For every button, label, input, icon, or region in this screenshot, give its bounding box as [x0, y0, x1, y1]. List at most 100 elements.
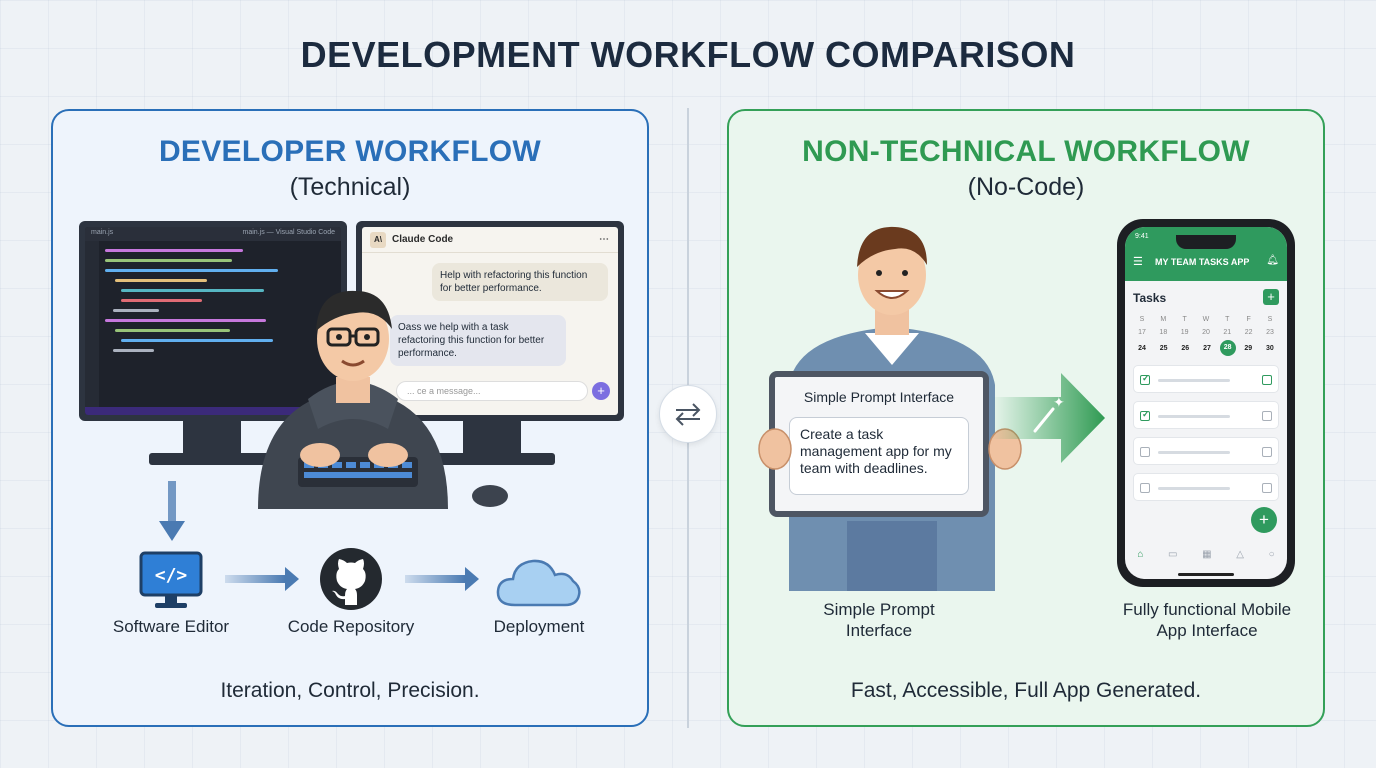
weekday: T	[1225, 316, 1230, 323]
calendar-day[interactable]: 24	[1138, 344, 1146, 352]
tasks-header: Tasks +	[1133, 287, 1279, 309]
menu-icon[interactable]: ☰	[1133, 256, 1143, 268]
github-icon	[320, 548, 382, 610]
task-status-box[interactable]	[1262, 483, 1272, 493]
prompt-text-box[interactable]: Create a task management app for my team…	[789, 417, 969, 495]
calendar-day[interactable]: 19	[1180, 329, 1189, 336]
phone-notch	[1176, 235, 1236, 249]
task-item[interactable]	[1133, 473, 1279, 501]
bottom-nav: ⌂ ▭ ▦ △ ○	[1125, 549, 1287, 569]
chat-message-input[interactable]: ... ce a message...	[396, 381, 588, 401]
calendar-day[interactable]: 26	[1181, 344, 1190, 352]
developer-illustration	[258, 290, 448, 509]
transform-arrow-icon: ✦	[991, 373, 1105, 463]
mobile-app-screen: 9:41 ☰ MY TEAM TASKS APP 🔔︎ Tasks + S M …	[1125, 227, 1287, 579]
task-item[interactable]	[1133, 401, 1279, 429]
weekday: S	[1139, 316, 1145, 323]
page-title: DEVELOPMENT WORKFLOW COMPARISON	[300, 34, 1076, 75]
task-status-box[interactable]	[1262, 375, 1272, 385]
monitor-stand	[183, 421, 241, 457]
code-line	[105, 269, 278, 272]
chat-screen: A\ Claude Code ⋯ Help with refactoring t…	[362, 227, 618, 415]
non-technical-panel-title: NON-TECHNICAL WORKFLOW	[802, 135, 1250, 168]
send-button[interactable]: +	[592, 382, 610, 400]
calendar-weekdays: S M T W T F S	[1133, 313, 1279, 326]
task-checkbox[interactable]	[1140, 447, 1150, 457]
chat-app-name: Claude Code	[392, 234, 454, 245]
code-line	[121, 339, 273, 342]
developer-panel-subtitle: (Technical)	[289, 173, 411, 201]
flow-label-deployment: Deployment	[493, 617, 585, 636]
calendar-icon[interactable]: ▭	[1168, 549, 1178, 560]
calendar-day[interactable]: 29	[1244, 344, 1253, 352]
task-item[interactable]	[1133, 437, 1279, 465]
code-file-tab: main.js	[91, 229, 114, 236]
code-line	[115, 329, 230, 332]
flow-label-software-editor: Software Editor	[112, 617, 230, 636]
calendar-day[interactable]: 27	[1203, 344, 1211, 352]
app-header: 9:41 ☰ MY TEAM TASKS APP 🔔︎	[1125, 227, 1287, 281]
monitor-base	[149, 453, 277, 465]
home-icon[interactable]: ⌂	[1137, 549, 1144, 560]
weekday: S	[1267, 316, 1273, 323]
bell-icon[interactable]: 🔔︎	[1266, 255, 1279, 266]
ai-message: Oass we help with a task refactoring thi…	[390, 315, 566, 366]
task-checkbox[interactable]	[1140, 373, 1150, 385]
flow-label-code-repository: Code Repository	[287, 617, 415, 636]
calendar-day[interactable]: 30	[1266, 344, 1274, 352]
code-editor-screen: main.js main.js — Visual Studio Code	[85, 227, 341, 415]
mobile-phone: 9:41 ☰ MY TEAM TASKS APP 🔔︎ Tasks + S M …	[1117, 219, 1295, 587]
task-status-box[interactable]	[1262, 447, 1272, 457]
code-activity-bar	[85, 241, 99, 407]
code-line	[121, 299, 202, 302]
calendar-day[interactable]: 22	[1244, 329, 1253, 336]
code-status-bar	[85, 407, 341, 415]
calendar-day[interactable]: 21	[1223, 329, 1232, 336]
calendar-day[interactable]: 18	[1159, 329, 1168, 336]
code-line	[115, 279, 207, 282]
chat-menu-icon[interactable]: ⋯	[599, 234, 610, 245]
task-text-placeholder	[1158, 487, 1230, 490]
status-time: 9:41	[1135, 233, 1149, 240]
tasks-title: Tasks	[1133, 291, 1167, 305]
home-indicator	[1178, 573, 1234, 576]
weekday: T	[1182, 316, 1187, 323]
task-item[interactable]	[1133, 365, 1279, 393]
cloud-icon	[496, 559, 581, 607]
weekday: F	[1246, 316, 1251, 323]
calendar-day[interactable]: 23	[1266, 329, 1274, 336]
profile-icon[interactable]: ○	[1268, 549, 1275, 560]
non-technical-caption: Fast, Accessible, Full App Generated.	[850, 679, 1202, 702]
svg-text:✦: ✦	[1053, 395, 1065, 411]
schedule-icon[interactable]: ▦	[1202, 549, 1212, 560]
weekday: W	[1202, 316, 1210, 323]
developer-caption: Iteration, Control, Precision.	[220, 679, 480, 702]
calendar-day[interactable]: 20	[1202, 329, 1210, 336]
code-editor-titlebar: main.js main.js — Visual Studio Code	[85, 227, 341, 241]
add-task-button[interactable]: +	[1263, 289, 1279, 305]
non-technical-panel-subtitle: (No-Code)	[967, 173, 1085, 201]
code-lines	[105, 249, 335, 359]
notification-icon[interactable]: △	[1236, 549, 1244, 560]
code-editor-monitor: main.js main.js — Visual Studio Code	[79, 221, 347, 421]
code-line	[113, 309, 159, 312]
developer-panel: DEVELOPER WORKFLOW (Technical) main.js m…	[51, 109, 649, 727]
down-arrow-icon	[159, 481, 185, 541]
task-checkbox[interactable]	[1140, 409, 1150, 421]
claude-logo-icon: A\	[370, 231, 386, 248]
calendar-day[interactable]: 25	[1159, 344, 1168, 352]
app-title: MY TEAM TASKS APP	[1155, 257, 1250, 267]
flow-arrow	[225, 567, 299, 591]
task-status-box[interactable]	[1262, 411, 1272, 421]
task-checkbox[interactable]	[1140, 483, 1150, 493]
prompt-interface-label: Simple Prompt Interface	[823, 600, 935, 640]
floating-add-button[interactable]: +	[1251, 507, 1277, 533]
swap-button[interactable]	[659, 385, 717, 443]
non-technical-panel: NON-TECHNICAL WORKFLOW (No-Code) Simple …	[727, 109, 1325, 727]
flow-arrow	[405, 567, 479, 591]
calendar-day[interactable]: 17	[1138, 329, 1146, 336]
calendar-strip: S M T W T F S 17 18 19 20 21 22 23	[1133, 313, 1279, 357]
monitor-stand	[463, 421, 521, 457]
calendar-day-selected[interactable]: 28	[1219, 340, 1236, 356]
code-line	[105, 259, 232, 262]
